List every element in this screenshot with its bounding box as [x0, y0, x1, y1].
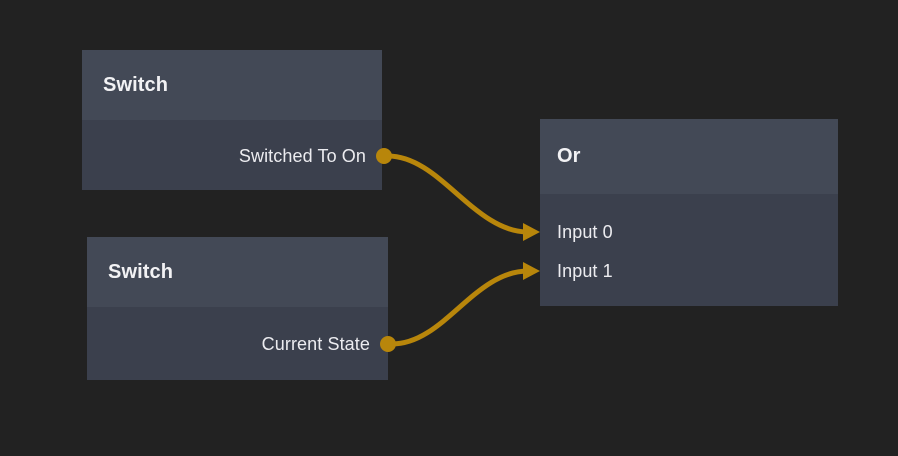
output-port-label: Switched To On — [238, 145, 366, 166]
node-header[interactable]: Switch — [82, 50, 382, 120]
input-port-label: Input 0 — [557, 221, 613, 242]
output-pin-switched-to-on[interactable] — [376, 148, 392, 164]
input-pin-arrow-input-0[interactable] — [523, 223, 540, 241]
node-switch-1[interactable]: Switch Switched To On — [82, 50, 382, 190]
node-title: Or — [557, 145, 581, 167]
node-header[interactable]: Switch — [87, 237, 388, 307]
connection-wire[interactable] — [385, 153, 531, 235]
connection-wire[interactable] — [389, 268, 531, 347]
node-title: Switch — [103, 73, 169, 96]
node-body: Current State — [87, 331, 388, 380]
output-port-row[interactable]: Switched To On — [82, 143, 382, 169]
node-body: Input 0 Input 1 — [540, 219, 838, 306]
node-or[interactable]: Or Input 0 Input 1 — [540, 119, 838, 306]
input-port-label: Input 1 — [557, 260, 613, 281]
input-port-row-0[interactable]: Input 0 — [540, 219, 838, 245]
node-title: Switch — [108, 260, 174, 283]
output-port-row[interactable]: Current State — [87, 331, 388, 357]
output-pin-current-state[interactable] — [380, 336, 396, 352]
node-header[interactable]: Or — [540, 119, 838, 194]
input-port-row-1[interactable]: Input 1 — [540, 258, 838, 284]
output-port-label: Current State — [261, 333, 370, 354]
node-body: Switched To On — [82, 143, 382, 190]
node-switch-2[interactable]: Switch Current State — [87, 237, 388, 380]
input-pin-arrow-input-1[interactable] — [523, 262, 540, 280]
